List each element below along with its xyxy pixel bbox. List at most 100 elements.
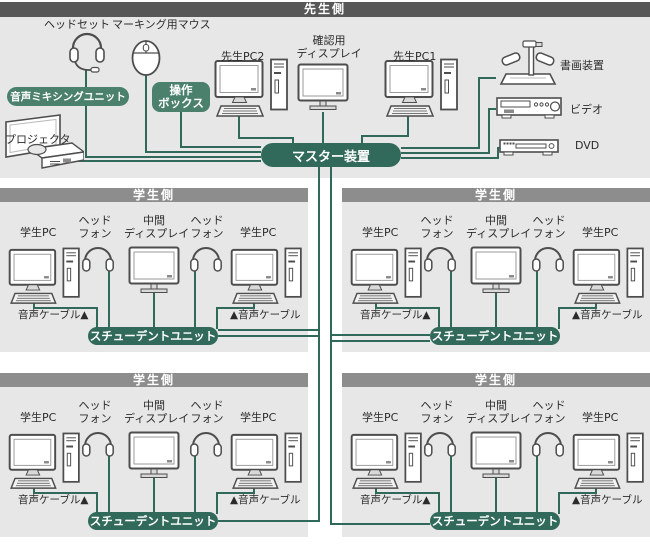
student-unit-pill: スチューデントユニット: [88, 512, 218, 530]
headphone-icon: [532, 429, 564, 457]
wire-master-to-video: [488, 108, 496, 110]
headphone-label: ヘッド フォン: [420, 399, 454, 425]
headphone-icon: [190, 244, 222, 272]
student-unit-pill: スチューデントユニット: [88, 327, 218, 345]
wire-left-headphone: [108, 453, 110, 514]
projector-label: プロジェクタ: [5, 133, 71, 146]
trunk-line-right: [330, 167, 332, 525]
student-quadrant-3: 学生側 学生PC ヘッド フォン 中間 ディスプレイ ヘッド フォン 学生PC …: [0, 373, 308, 537]
connector-quadrant3: [218, 520, 320, 522]
headset-label: ヘッドセット: [44, 18, 110, 31]
wire-left-pc-audio: [96, 492, 98, 514]
wire-right-headphone: [194, 268, 196, 329]
audio-cable-label-left: 音声ケーブル▲: [18, 494, 89, 506]
student-pc-label: 学生PC: [362, 226, 399, 239]
desktop-pc-icon: [350, 432, 424, 492]
desktop-pc-icon: [8, 432, 82, 492]
wire-master-to-doccam: [401, 147, 480, 149]
wire-right-pc-audio: [216, 492, 218, 514]
wire-pc2-to-master: [238, 137, 294, 139]
wire-master-to-video: [488, 108, 490, 154]
wire-right-pc-audio: [558, 492, 560, 514]
wire-left-headphone: [450, 453, 452, 514]
desktop-pc-icon: [572, 432, 646, 492]
headset-icon: [67, 27, 107, 73]
wire-right-pc-audio: [558, 307, 597, 309]
desktop-pc-icon: [214, 58, 290, 120]
connector-quadrant1: [218, 335, 320, 337]
audio-cable-label-right: ▲音声ケーブル: [572, 494, 643, 506]
operation-box-badge: 操作 ボックス: [152, 82, 210, 112]
wire-right-pc-audio: [216, 307, 218, 329]
intermediate-display-label: 中間 ディスプレイ: [466, 214, 532, 240]
wire-mouse-to-master: [145, 151, 261, 153]
student-side-header: 学生側: [342, 188, 650, 202]
wire-master-to-doccam: [478, 77, 480, 149]
wire-left-pc-audio: [33, 486, 35, 494]
headphone-label: ヘッド フォン: [190, 214, 224, 240]
dvd-label: DVD: [575, 139, 600, 152]
wire-left-pc-audio: [33, 307, 98, 309]
wire-confirmation-display-to-master: [322, 112, 324, 145]
student-quadrant-1: 学生側 学生PC ヘッド フォン 中間 ディスプレイ ヘッド フォン 学生PC …: [0, 188, 308, 352]
student-pc-label: 学生PC: [20, 226, 57, 239]
student-side-header: 学生側: [342, 373, 650, 387]
wire-right-headphone: [194, 453, 196, 514]
wire-left-pc-audio: [375, 492, 440, 494]
wire-left-headphone: [450, 268, 452, 329]
wire-left-pc-audio: [438, 492, 440, 514]
document-camera-icon: [496, 40, 560, 88]
student-pc-label: 学生PC: [20, 411, 57, 424]
student-unit-pill: スチューデントユニット: [430, 512, 560, 530]
mouse-icon: [129, 37, 163, 77]
audio-mixing-unit-badge: 音声ミキシングユニット: [7, 87, 129, 106]
wire-master-to-dvd: [497, 147, 499, 159]
desktop-pc-icon: [230, 247, 304, 307]
headphone-icon: [532, 244, 564, 272]
wire-projector-to-master: [58, 160, 261, 162]
headphone-label: ヘッド フォン: [532, 214, 566, 240]
wire-right-pc-audio: [216, 307, 255, 309]
wire-intermediate-display: [495, 292, 497, 329]
student-side-header: 学生側: [0, 188, 308, 202]
trunk-line-left: [318, 167, 320, 522]
headphone-label: ヘッド フォン: [78, 214, 112, 240]
document-camera-label: 書画装置: [560, 59, 604, 72]
wire-opbox-to-master: [180, 112, 182, 148]
wire-headset-to-master: [85, 69, 87, 158]
confirmation-display-label: 確認用 ディスプレイ: [296, 34, 362, 60]
wire-master-to-doccam: [478, 77, 496, 79]
wire-opbox-to-master: [180, 146, 261, 148]
wire-left-pc-audio: [33, 492, 98, 494]
wire-left-pc-audio: [438, 307, 440, 329]
wire-intermediate-display: [495, 477, 497, 514]
desktop-pc-icon: [384, 58, 460, 120]
wire-intermediate-display: [153, 292, 155, 329]
headphone-label: ヘッド フォン: [420, 214, 454, 240]
desktop-pc-icon: [8, 247, 82, 307]
student-side-header: 学生側: [0, 373, 308, 387]
desktop-pc-icon: [350, 247, 424, 307]
wire-pc1-to-master: [361, 135, 409, 137]
master-unit-pill: マスター装置: [261, 143, 401, 167]
connector-quadrant2: [330, 340, 430, 342]
dvd-player-icon: [499, 134, 565, 158]
wire-right-pc-audio: [558, 307, 560, 329]
intermediate-display-label: 中間 ディスプレイ: [124, 214, 190, 240]
wire-right-pc-audio: [253, 301, 255, 309]
teacher-pc2-label: 先生PC2: [221, 50, 265, 63]
headphone-label: ヘッド フォン: [532, 399, 566, 425]
video-label: ビデオ: [570, 103, 603, 116]
connector-quadrant4: [330, 523, 430, 525]
headphone-label: ヘッド フォン: [78, 399, 112, 425]
wire-right-pc-audio: [558, 492, 597, 494]
student-unit-pill: スチューデントユニット: [430, 327, 560, 345]
student-pc-label: 学生PC: [362, 411, 399, 424]
student-pc-label: 学生PC: [582, 411, 619, 424]
wire-left-pc-audio: [33, 301, 35, 309]
wire-pc1-to-master: [407, 116, 409, 137]
monitor-icon: [128, 246, 180, 294]
headphone-icon: [190, 429, 222, 457]
headphone-icon: [82, 244, 114, 272]
